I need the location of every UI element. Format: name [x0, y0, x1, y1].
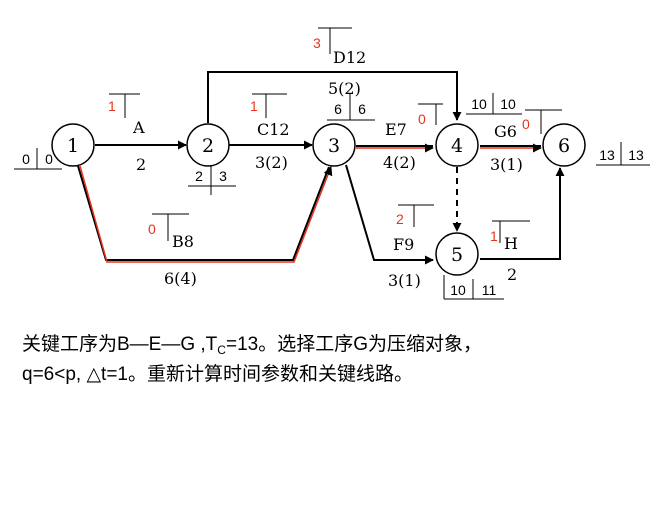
caption-line-1-prefix: 关键工序为B—E—G ,T [22, 334, 218, 355]
caption-line-1-subscript: C [217, 343, 226, 357]
activity-d-label: 3 D12 5(2) [313, 27, 366, 98]
caption-line-1: 关键工序为B—E—G ,TC=13。选择工序G为压缩对象， [22, 330, 642, 365]
node-6-label: 6 [558, 135, 570, 157]
node-2: 2 [186, 123, 230, 167]
node-4-es: 10 [471, 96, 487, 112]
node-3-ef: 6 [358, 101, 366, 117]
node-1-ef: 0 [45, 151, 53, 167]
activity-c-name: C12 [257, 120, 290, 139]
activity-b-duration: 6(4) [164, 269, 197, 288]
node-3-times: 6 6 [327, 94, 375, 121]
node-5-ef: 11 [482, 282, 497, 298]
node-1-times: 0 0 [14, 148, 62, 170]
node-3-label: 3 [328, 135, 340, 157]
activity-f-duration: 3(1) [388, 271, 421, 290]
node-2-times: 2 3 [188, 165, 236, 195]
activity-e-name: E7 [385, 120, 407, 139]
activity-c-float: 1 [250, 98, 258, 114]
activity-e-duration: 4(2) [383, 153, 416, 172]
arrow-d [207, 71, 462, 123]
activity-h-duration: 2 [507, 265, 517, 284]
caption-line-2: q=6<p, △t=1。重新计算时间参数和关键线路。 [22, 364, 414, 385]
activity-h-float: 1 [490, 228, 498, 244]
activity-b-label: 0 B8 6(4) [148, 213, 197, 288]
activity-e-label: 0 E7 4(2) [383, 103, 443, 172]
node-1-es: 0 [22, 151, 30, 167]
node-1: 1 [51, 123, 95, 167]
activity-a-name: A [132, 118, 145, 137]
node-4-label: 4 [451, 135, 463, 157]
node-6-times: 13 13 [596, 142, 650, 166]
activity-e-float: 0 [418, 111, 426, 127]
node-4: 4 [435, 123, 479, 167]
node-2-ef: 3 [219, 168, 227, 184]
node-5-label: 5 [451, 244, 463, 266]
activity-h-name: H [504, 234, 518, 253]
node-4-times: 10 10 [466, 93, 522, 115]
activity-f-float: 2 [396, 211, 404, 227]
node-5-es: 10 [450, 282, 466, 298]
node-3-es: 6 [334, 101, 342, 117]
node-1-label: 1 [67, 135, 79, 157]
network-diagram-svg: 1 2 3 4 5 6 0 0 2 3 6 6 [14, 27, 650, 300]
activity-a-label: 1 A 2 [108, 93, 146, 174]
activity-d-name: D12 [333, 48, 366, 67]
activity-c-duration: 3(2) [255, 153, 288, 172]
arrow-h [480, 167, 565, 260]
node-2-label: 2 [202, 135, 214, 157]
activity-d-duration: 5(2) [328, 79, 361, 98]
arrow-b [77, 165, 330, 261]
activity-f-label: 2 F9 3(1) [388, 204, 434, 290]
activity-b-float: 0 [148, 221, 156, 237]
activity-g-name: G6 [494, 122, 517, 141]
activity-f-name: F9 [393, 235, 414, 254]
node-5: 5 [435, 232, 479, 276]
activity-h-label: 1 H 2 [490, 220, 530, 284]
activity-a-float: 1 [108, 98, 116, 114]
node-2-es: 2 [195, 168, 203, 184]
activity-d-float: 3 [313, 35, 321, 51]
activity-g-duration: 3(1) [490, 155, 523, 174]
node-6: 6 [542, 123, 586, 167]
activity-a-duration: 2 [136, 155, 146, 174]
node-5-times: 10 11 [443, 275, 504, 300]
node-6-es: 13 [599, 147, 615, 163]
activity-c-label: 1 C12 3(2) [250, 93, 290, 172]
activity-b-name: B8 [172, 232, 194, 251]
arrow-f [345, 164, 434, 265]
node-6-ef: 13 [628, 147, 644, 163]
activity-g-label: 0 G6 3(1) [490, 109, 562, 174]
activity-g-float: 0 [522, 116, 530, 132]
node-4-ef: 10 [500, 96, 516, 112]
arrow-b-highlight [79, 165, 333, 263]
caption-line-1-suffix: =13。选择工序G为压缩对象， [225, 334, 482, 355]
node-3: 3 [312, 123, 356, 167]
